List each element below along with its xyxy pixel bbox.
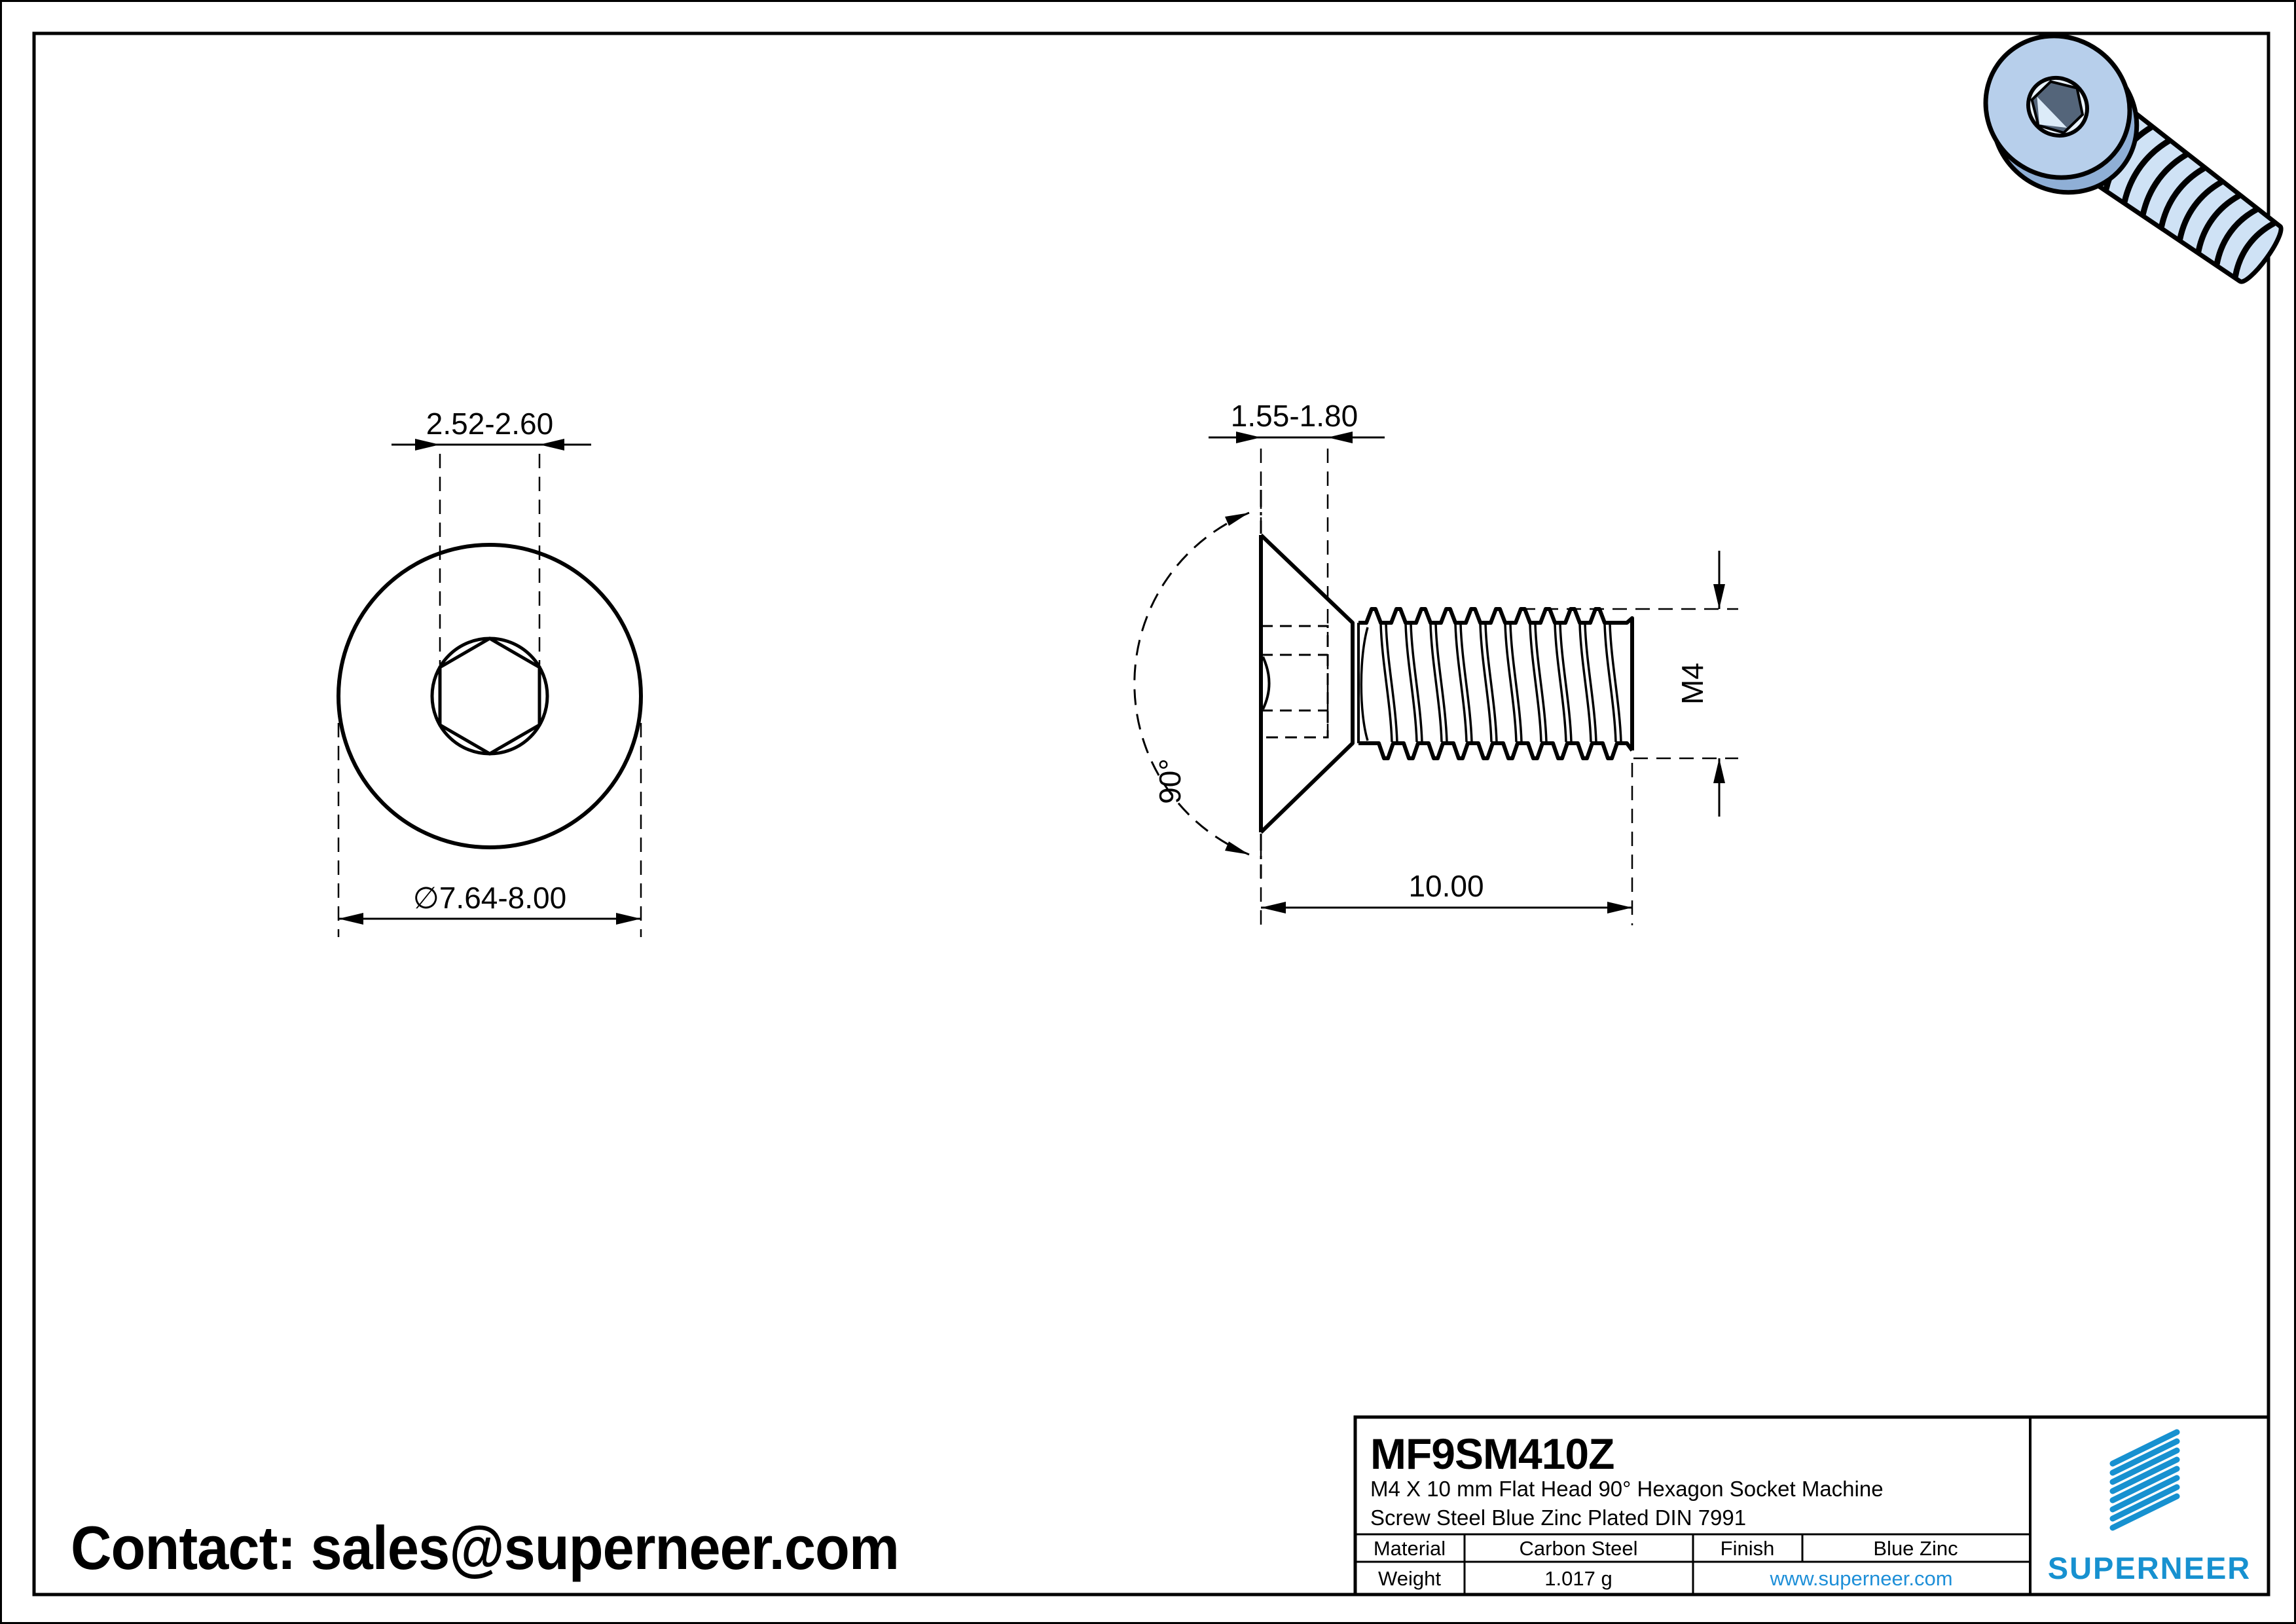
screw-3d-render (1983, 33, 2284, 284)
socket-hidden-rect (1260, 625, 1329, 739)
head-diameter-dimension: ∅7.64-8.00 (337, 700, 642, 937)
thread-line (1454, 623, 1468, 743)
thread-line (1554, 623, 1567, 743)
contact-text: Contact: sales@superneer.com (71, 1513, 900, 1582)
head-diameter-dim-text: ∅7.64-8.00 (413, 881, 566, 915)
finish-value: Blue Zinc (1873, 1537, 1958, 1560)
thread-line (1534, 623, 1548, 743)
title-block-border (1353, 1415, 2270, 1596)
thread-line (1559, 623, 1573, 743)
socket-chamfer-arc (1262, 656, 1271, 710)
part-description-line2: Screw Steel Blue Zinc Plated DIN 7991 (1370, 1505, 1746, 1530)
thread-profile (1358, 607, 1634, 760)
thread-line (1360, 627, 1369, 741)
thread-line (1410, 623, 1423, 743)
screw-3d-socket-hex (2030, 80, 2085, 135)
arrowhead (415, 439, 440, 451)
head-height-dimension: 1.55-1.80 (1209, 399, 1385, 734)
thread-line (1385, 623, 1398, 743)
logo-stripe (2109, 1466, 2180, 1504)
thread-line (1404, 623, 1418, 743)
part-number: MF9SM410Z (1370, 1430, 1614, 1478)
sheet-border (32, 31, 2270, 1596)
thread-size-dimension: M4 (1521, 551, 1738, 817)
thread-line (1504, 623, 1518, 743)
logo-stripe (2109, 1475, 2180, 1513)
thread-line (1429, 623, 1443, 743)
thread-line (1529, 623, 1542, 743)
arrowhead (1713, 584, 1725, 609)
thread-line (1358, 741, 1634, 760)
thread-line (1358, 607, 1634, 750)
arrowhead (539, 439, 564, 451)
countersink-angle-dim-text: 90° (1153, 758, 1187, 804)
logo-stripe (2109, 1484, 2180, 1522)
arrowhead (1236, 432, 1261, 443)
arrowhead (1225, 513, 1249, 526)
logo-stripe (2109, 1429, 2180, 1467)
thread-line (1434, 623, 1448, 743)
head-height-dim-text: 1.55-1.80 (1231, 399, 1358, 433)
arrowhead (1607, 902, 1632, 913)
thread-line (2195, 193, 2241, 253)
head-outline-circle (337, 543, 643, 849)
length-dimension: 10.00 (1260, 763, 1633, 925)
thread-line (2140, 152, 2188, 215)
thread-line (1603, 623, 1617, 743)
socket-drill-circle (430, 637, 549, 756)
logo-stripe (2109, 1438, 2180, 1476)
weight-value: 1.017 g (1544, 1567, 1612, 1590)
socket-width-dim-text: 2.52-2.60 (426, 407, 553, 441)
side-view: 1.55-1.80 90° M4 (1133, 399, 1738, 925)
weight-label: Weight (1378, 1567, 1441, 1590)
socket-width-dimension: 2.52-2.60 (392, 407, 591, 665)
logo-stripe (2109, 1456, 2180, 1494)
logo-stripe (2109, 1447, 2180, 1485)
thread-line (1479, 623, 1493, 743)
top-view: 2.52-2.60 ∅7.64-8.00 (337, 407, 643, 937)
brand-name: SUPERNEER (2048, 1551, 2251, 1585)
hidden-socket (1260, 625, 1329, 739)
thread-line (2232, 220, 2276, 278)
thread-line (1379, 623, 1393, 743)
thread-line (1584, 623, 1597, 743)
arrowhead (1328, 432, 1353, 443)
thread-size-dim-text: M4 (1675, 663, 1709, 705)
brand-logo: SUPERNEER (2048, 1429, 2251, 1585)
title-block: MF9SM410Z M4 X 10 mm Flat Head 90° Hexag… (1353, 1415, 2270, 1596)
thread-line (1609, 623, 1622, 743)
thread-line (2121, 138, 2171, 203)
countersink-angle-dimension: 90° (1133, 490, 1262, 878)
angle-arc (1133, 511, 1250, 856)
material-value: Carbon Steel (1520, 1537, 1638, 1560)
thread-line (1578, 623, 1592, 743)
head-profile (1259, 533, 1355, 834)
hex-socket-outline (438, 637, 541, 756)
arrowhead (338, 913, 363, 925)
thread-line (2177, 179, 2223, 240)
thread-line (1459, 623, 1473, 743)
logo-stripe (2109, 1493, 2180, 1531)
arrowhead (1225, 841, 1249, 855)
arrowhead (616, 913, 641, 925)
arrowhead (1713, 758, 1725, 783)
part-description-line1: M4 X 10 mm Flat Head 90° Hexagon Socket … (1370, 1477, 1884, 1501)
material-label: Material (1374, 1537, 1446, 1560)
logo-stripes-icon (2109, 1429, 2180, 1531)
thread-line (2214, 206, 2258, 265)
finish-label: Finish (1721, 1537, 1775, 1560)
length-dim-text: 10.00 (1408, 869, 1484, 903)
website-link[interactable]: www.superneer.com (1769, 1567, 1952, 1590)
thread-line (2159, 166, 2206, 228)
arrowhead (1261, 902, 1286, 913)
thread-line (1484, 623, 1498, 743)
thread-line (1509, 623, 1523, 743)
